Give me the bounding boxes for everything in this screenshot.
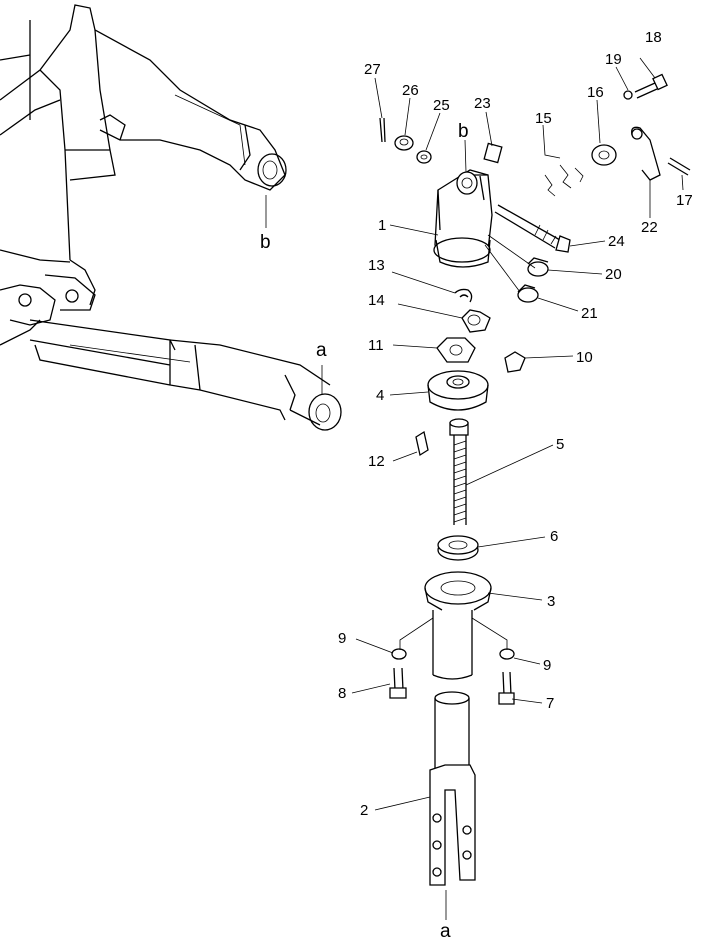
label-26: 26	[402, 82, 419, 99]
label-9-left: 9	[338, 630, 346, 647]
label-3: 3	[547, 593, 555, 610]
label-b-left: b	[260, 232, 271, 253]
label-15: 15	[535, 110, 552, 127]
label-5: 5	[556, 436, 564, 453]
machine-frame-illustration	[0, 4, 342, 431]
label-4: 4	[376, 387, 384, 404]
label-18: 18	[645, 29, 662, 46]
label-8: 8	[338, 685, 346, 702]
label-6: 6	[550, 528, 558, 545]
label-27: 27	[364, 61, 381, 78]
label-19: 19	[605, 51, 622, 68]
leader-lines	[265, 57, 684, 920]
label-22: 22	[641, 219, 658, 236]
label-21: 21	[581, 305, 598, 322]
label-13: 13	[368, 257, 385, 274]
label-10: 10	[576, 349, 593, 366]
label-9-right: 9	[543, 657, 551, 674]
label-7: 7	[546, 695, 554, 712]
label-11: 11	[368, 337, 384, 354]
callout-labels: 27 26 25 23 b 15 16 19 18 17 22 1 24 20 …	[260, 29, 693, 940]
label-14: 14	[368, 292, 385, 309]
label-2: 2	[360, 802, 368, 819]
label-25: 25	[433, 97, 450, 114]
label-12: 12	[368, 453, 385, 470]
label-a-left: a	[316, 340, 327, 361]
label-17: 17	[676, 192, 693, 209]
label-16: 16	[587, 84, 604, 101]
label-b-top: b	[458, 121, 469, 142]
label-23: 23	[474, 95, 491, 112]
label-1: 1	[378, 217, 386, 234]
label-24: 24	[608, 233, 625, 250]
exploded-parts	[379, 73, 691, 886]
label-a-bottom: a	[440, 921, 451, 940]
label-20: 20	[605, 266, 622, 283]
